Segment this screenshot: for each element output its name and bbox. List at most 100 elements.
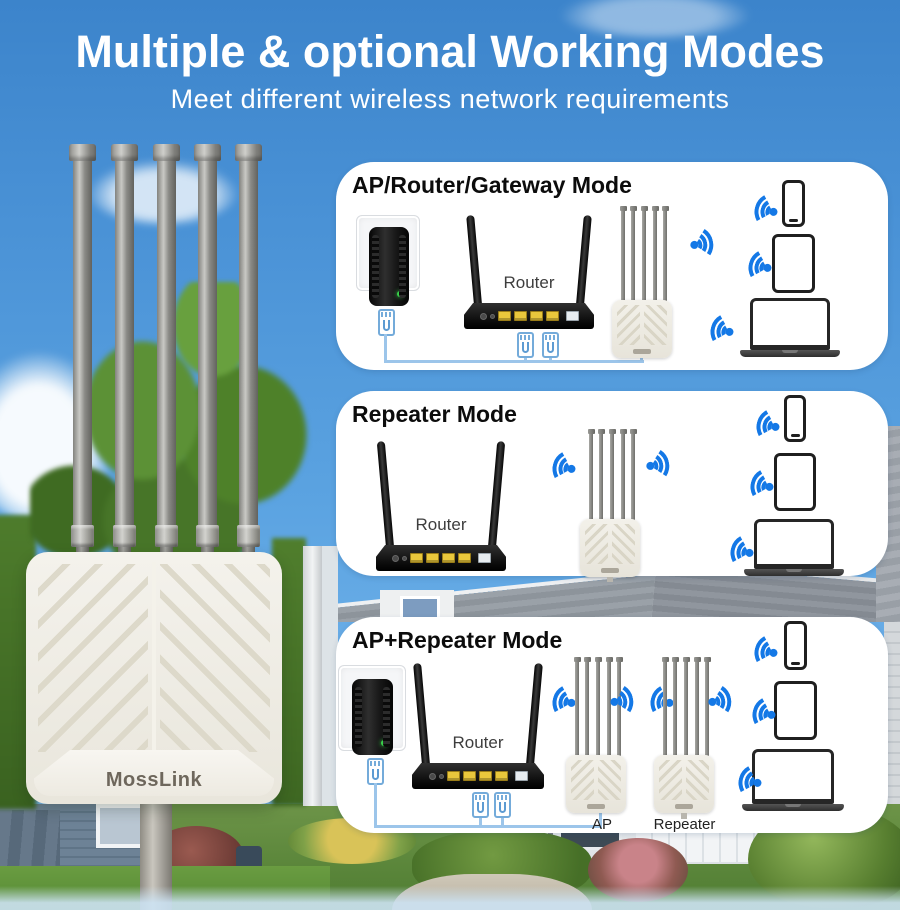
wifi-signal-icon	[533, 440, 595, 493]
page-subtitle: Meet different wireless network requirem…	[170, 84, 730, 114]
lan-port	[425, 553, 439, 563]
chevron-texture	[659, 760, 682, 800]
antenna	[703, 657, 711, 757]
house-wall	[322, 546, 338, 806]
ethernet-cable	[384, 360, 644, 363]
antenna	[629, 429, 637, 521]
tablet-icon	[774, 453, 816, 511]
power-knob	[479, 312, 487, 320]
access-point-body	[654, 755, 714, 813]
lan-port	[446, 771, 460, 781]
antenna-cap	[111, 144, 138, 161]
ethernet-connector-icon	[542, 332, 559, 358]
access-point-body	[566, 755, 626, 813]
access-point-body	[580, 519, 640, 577]
house-roofline	[322, 574, 900, 622]
antenna	[153, 144, 180, 559]
panel-title: AP/Router/Gateway Mode	[352, 172, 632, 198]
ethernet-cable	[501, 816, 504, 826]
phone-home-bar	[791, 662, 800, 665]
poe-injector	[369, 227, 409, 306]
panel-ap-repeater-mode: AP+Repeater Mode Router	[336, 617, 888, 833]
antenna	[615, 657, 623, 757]
antenna	[597, 429, 605, 521]
antenna-shaft	[115, 161, 134, 525]
lan-port	[497, 311, 511, 321]
panel-title: Repeater Mode	[352, 401, 517, 427]
chevron-texture	[617, 305, 640, 345]
ethernet-connector-icon	[378, 309, 395, 336]
ethernet-connector-icon	[494, 792, 511, 818]
antenna	[693, 657, 701, 757]
antenna-shaft	[157, 161, 176, 525]
tablet-icon	[774, 681, 817, 740]
antenna-cap	[153, 144, 180, 161]
antenna-joint	[71, 525, 94, 547]
antenna	[661, 657, 669, 757]
power-knob	[428, 772, 436, 780]
router-label: Router	[415, 515, 467, 534]
antenna	[619, 429, 627, 521]
reset-knob	[489, 313, 495, 319]
antenna	[640, 206, 648, 302]
tablet-icon	[772, 234, 815, 293]
access-point-illustration	[612, 206, 672, 358]
access-point-product: MossLink	[26, 552, 282, 804]
lan-port	[462, 771, 476, 781]
chevron-texture	[585, 524, 608, 564]
phone-icon	[784, 621, 807, 670]
wifi-arc	[705, 308, 753, 356]
wifi-signal-icon	[737, 398, 799, 451]
wan-port	[565, 311, 579, 321]
brand-mark	[633, 349, 651, 354]
router-ports	[376, 545, 506, 571]
wifi-arc	[671, 222, 717, 268]
antenna	[682, 657, 690, 757]
reset-knob	[438, 773, 444, 779]
wan-port	[477, 553, 491, 563]
laptop-screen	[750, 298, 830, 350]
access-point-illustration	[566, 657, 626, 813]
router-illustration: Router	[376, 441, 506, 571]
router-label: Router	[452, 733, 504, 752]
antenna-shaft	[73, 161, 92, 525]
poe-injector	[352, 679, 393, 755]
lan-port	[409, 553, 423, 563]
antenna	[583, 657, 591, 757]
wall-power-adapter	[336, 663, 408, 793]
pole-stub	[607, 577, 613, 582]
house-window	[96, 804, 146, 848]
repeater-illustration	[654, 657, 714, 819]
reset-knob	[401, 555, 407, 561]
antenna	[651, 206, 659, 302]
antenna	[573, 657, 581, 757]
laptop-base	[744, 569, 844, 576]
cloud	[560, 0, 750, 38]
access-point-body	[612, 300, 672, 358]
antenna	[661, 206, 669, 302]
antenna-joint	[113, 525, 136, 547]
antenna	[629, 206, 637, 302]
house-siding-edge	[884, 622, 900, 806]
panel-ap-router-gateway-mode: AP/Router/Gateway Mode Router	[336, 162, 888, 370]
panel-title: AP+Repeater Mode	[352, 627, 563, 653]
repeater-label: Repeater	[653, 816, 716, 833]
power-knob	[391, 554, 399, 562]
ethernet-connector-icon	[517, 332, 534, 358]
wifi-signal-icon	[735, 183, 797, 236]
wall-power-adapter	[356, 215, 426, 340]
antenna-shaft	[239, 161, 258, 525]
antenna	[608, 429, 616, 521]
antenna-cap	[194, 144, 221, 161]
lan-port	[494, 771, 508, 781]
laptop-screen	[754, 519, 834, 569]
roof	[648, 574, 900, 622]
laptop-base	[740, 350, 840, 357]
chevron-texture	[598, 760, 621, 800]
wan-port	[514, 771, 528, 781]
ethernet-cable	[384, 334, 387, 362]
router-illustration: Router	[412, 663, 544, 789]
antenna-joint	[155, 525, 178, 547]
antenna	[605, 657, 613, 757]
